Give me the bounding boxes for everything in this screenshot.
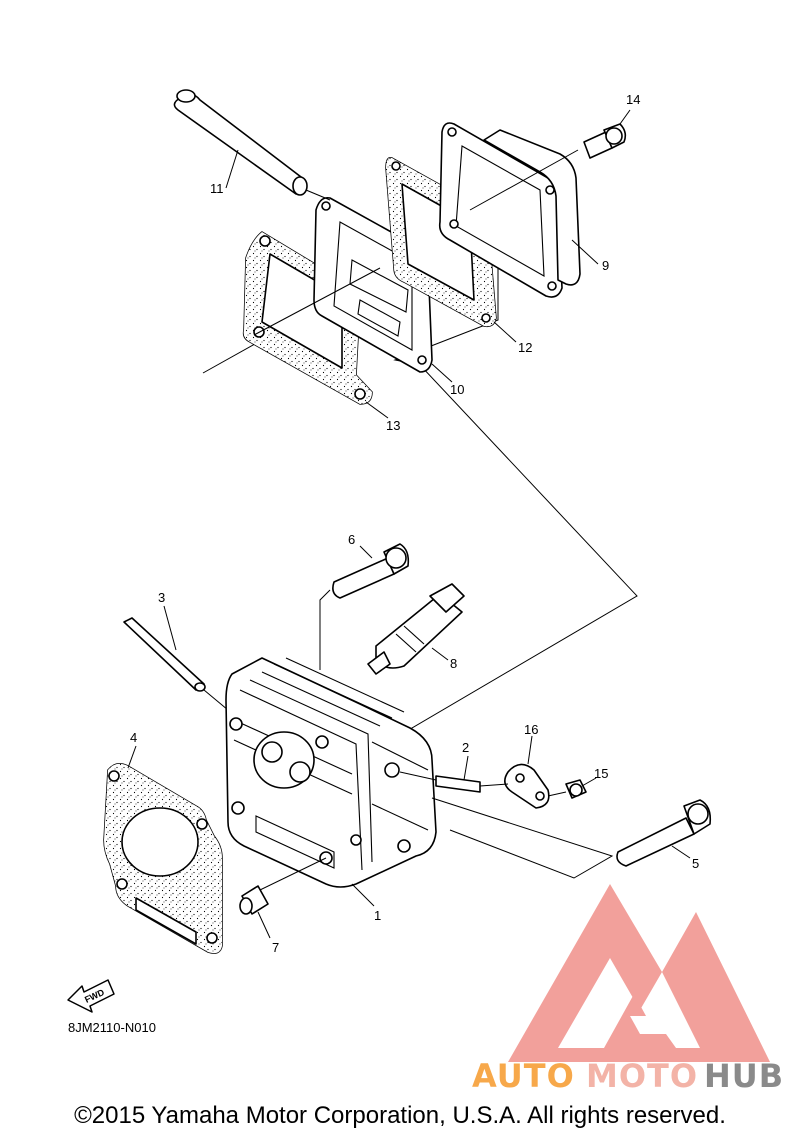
leader-10 [431, 363, 453, 383]
callout-11: 11 [210, 181, 224, 196]
callout-2: 2 [462, 740, 469, 755]
leader-13 [365, 401, 389, 419]
callout-12: 12 [518, 340, 532, 355]
callout-10: 10 [450, 382, 464, 397]
leader-9 [571, 239, 599, 265]
part-4-head-gasket [103, 763, 223, 954]
watermark-moto: MOTO [586, 1057, 698, 1095]
leader-5 [671, 845, 691, 859]
part-7-guide [259, 857, 327, 891]
centerline-upper-1 [305, 189, 331, 201]
part-5-bolt [616, 799, 712, 867]
part-3-stud [123, 617, 206, 692]
leader-8 [431, 647, 449, 661]
part-14-bolt [583, 123, 627, 159]
callout-15: 15 [594, 766, 608, 781]
leader-15 [581, 777, 597, 787]
part-12-gasket [385, 156, 497, 328]
callout-3: 3 [158, 590, 165, 605]
part-5-guide [431, 797, 614, 879]
watermark-hub: HUB [704, 1057, 784, 1095]
centerline-upper-2 [469, 149, 579, 211]
callout-6: 6 [348, 532, 355, 547]
leader-16 [527, 735, 533, 765]
callout-1: 1 [374, 908, 381, 923]
part-15-guide [547, 791, 567, 797]
watermark-auto: AUTO [472, 1057, 575, 1095]
callout-7: 7 [272, 940, 279, 955]
part-8-spark-plug [367, 583, 465, 675]
leader-6 [359, 545, 373, 559]
watermark-logo [508, 884, 770, 1062]
diagram-code: 8JM2110-N010 [68, 1020, 156, 1035]
leader-2 [463, 755, 469, 781]
part-15-nut [565, 779, 587, 799]
part-2-stud [435, 775, 481, 793]
part-1-cylinder-head [225, 657, 437, 888]
leader-1 [351, 883, 375, 907]
part-16-guide [479, 783, 509, 787]
watermark-text: AUTO MOTO HUB [472, 1057, 784, 1095]
part-6-guide [319, 589, 331, 670]
callout-14: 14 [626, 92, 640, 107]
leader-7 [257, 911, 271, 939]
leader-3 [163, 605, 177, 651]
copyright-notice: ©2015 Yamaha Motor Corporation, U.S.A. A… [74, 1102, 726, 1129]
part-16-flange [504, 763, 550, 809]
leader-4 [127, 745, 137, 769]
part-7-dowel [239, 885, 269, 915]
fwd-arrow: FWD [67, 979, 115, 1013]
leader-11 [225, 149, 239, 189]
callout-9: 9 [602, 258, 609, 273]
callout-4: 4 [130, 730, 137, 745]
callout-5: 5 [692, 856, 699, 871]
part-6-bolt [332, 543, 410, 599]
callout-16: 16 [524, 722, 538, 737]
callout-13: 13 [386, 418, 400, 433]
leader-12 [493, 321, 517, 343]
callout-8: 8 [450, 656, 457, 671]
part-2-guide [399, 771, 437, 781]
centerline-upper-3 [253, 267, 381, 336]
part-9-cover [438, 122, 581, 298]
leader-14 [619, 109, 631, 125]
part-11-hose [173, 89, 308, 196]
